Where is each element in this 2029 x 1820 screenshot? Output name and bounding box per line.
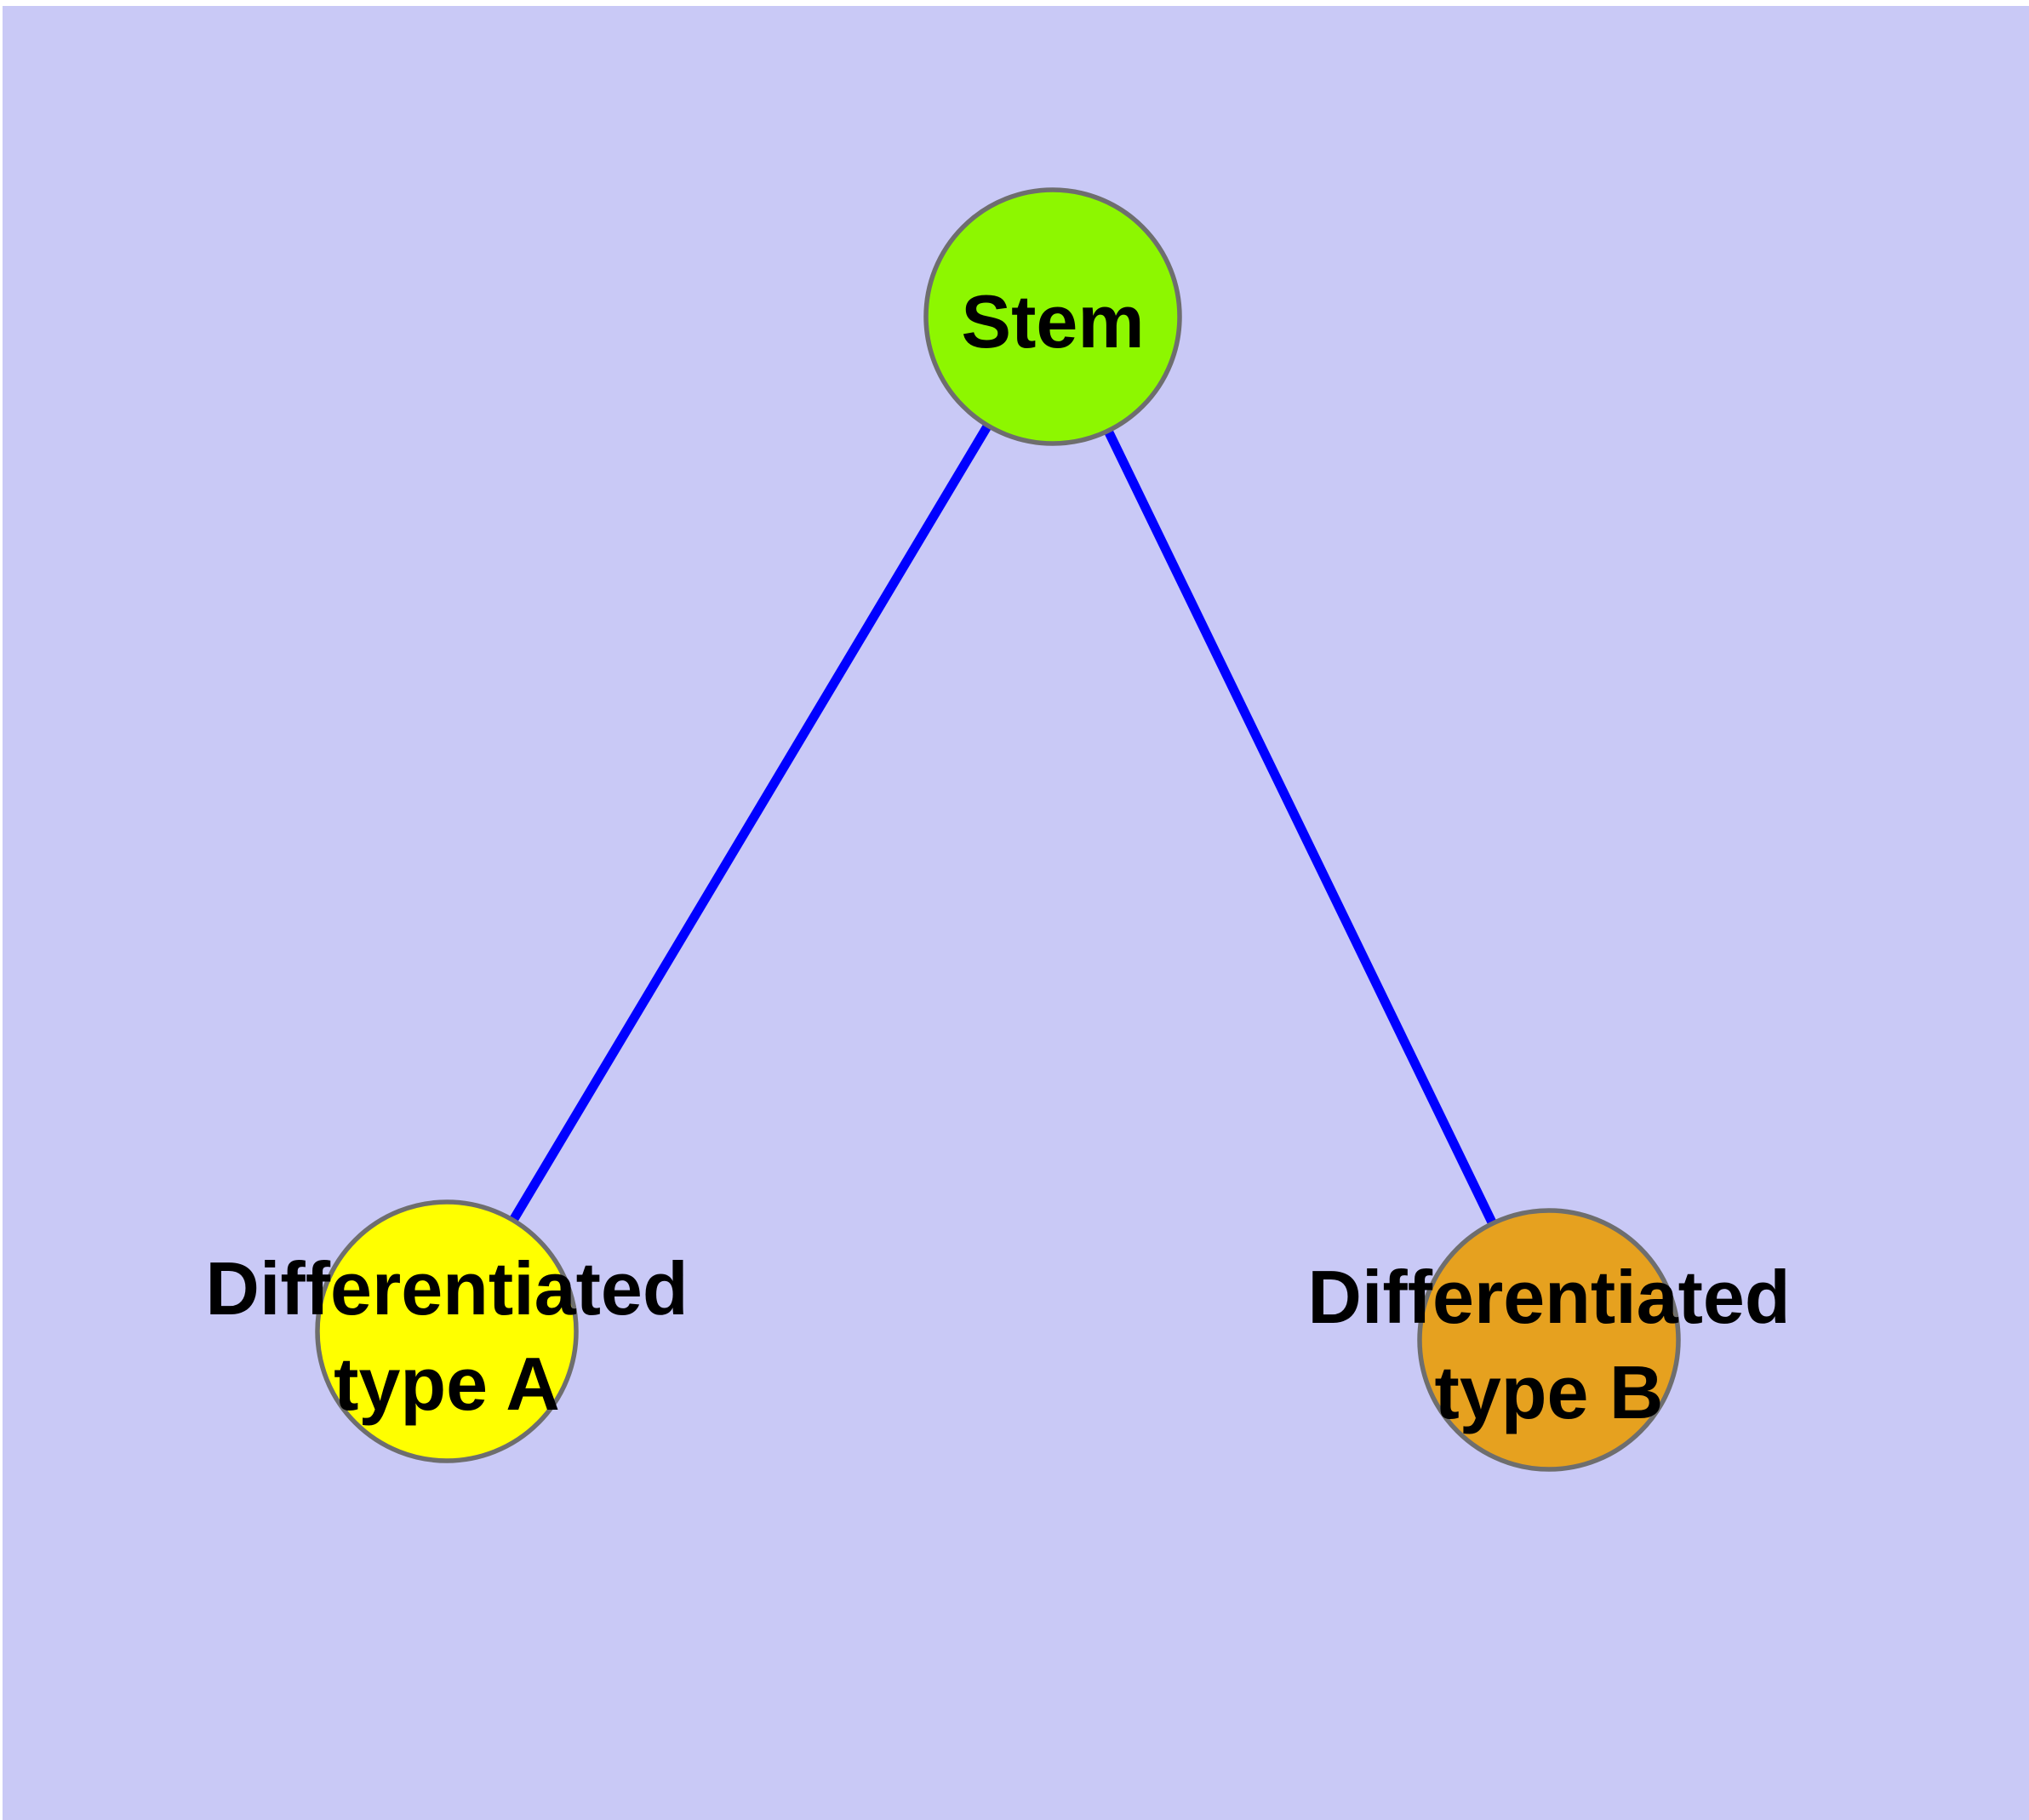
node-stem-circle bbox=[923, 187, 1182, 446]
node-type-b-label-line1: Differentiated bbox=[1307, 1255, 1790, 1339]
node-type-a-circle bbox=[315, 1199, 579, 1463]
node-stem-label-line1: Stem bbox=[961, 279, 1144, 363]
node-type-a-label-line1: Differentiated bbox=[205, 1246, 688, 1331]
node-type-b-circle bbox=[1417, 1208, 1681, 1472]
node-type-b-label-line2: type B bbox=[1435, 1350, 1664, 1434]
node-type-a-label-line2: type A bbox=[334, 1342, 560, 1426]
edge-stem-to-type-a bbox=[443, 314, 1057, 1334]
edge-stem-to-type-b bbox=[1049, 314, 1553, 1342]
